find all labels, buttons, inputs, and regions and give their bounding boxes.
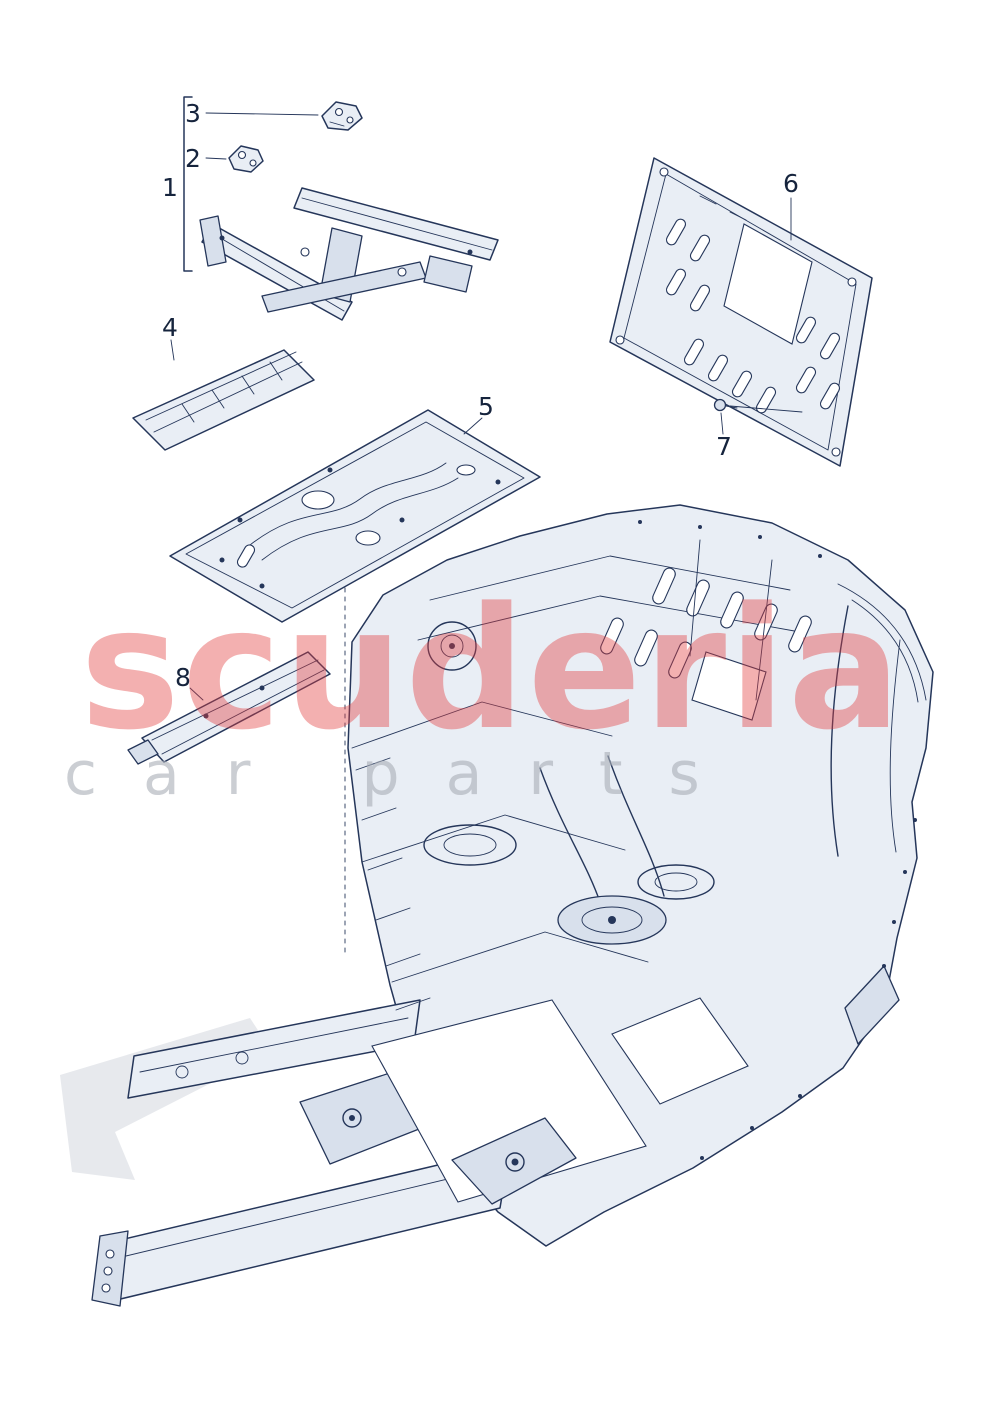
- callout-labels: 1 2 3 4 5 6 7 8: [162, 99, 799, 692]
- callout-7: 7: [716, 432, 732, 461]
- part-6-rear-panel: [609, 157, 873, 467]
- callout-1: 1: [162, 173, 178, 202]
- part-3-bracket: [205, 101, 363, 131]
- callout-2: 2: [185, 144, 201, 173]
- part-2-bracket: [205, 145, 264, 173]
- part-8-sill-rail: [127, 651, 331, 765]
- main-body-structure: [91, 504, 934, 1307]
- callout-6: 6: [783, 169, 799, 198]
- callout-8: 8: [175, 663, 191, 692]
- part-4-closing-panel: [132, 339, 315, 451]
- part-7-bolt: [713, 398, 803, 435]
- callout-3: 3: [185, 99, 201, 128]
- part-5-floor-panel: [169, 409, 541, 623]
- part-1-crossmember-assembly: [183, 96, 499, 321]
- weld-dots: [638, 520, 917, 1160]
- callout-4: 4: [162, 313, 178, 342]
- callout-5: 5: [478, 392, 494, 421]
